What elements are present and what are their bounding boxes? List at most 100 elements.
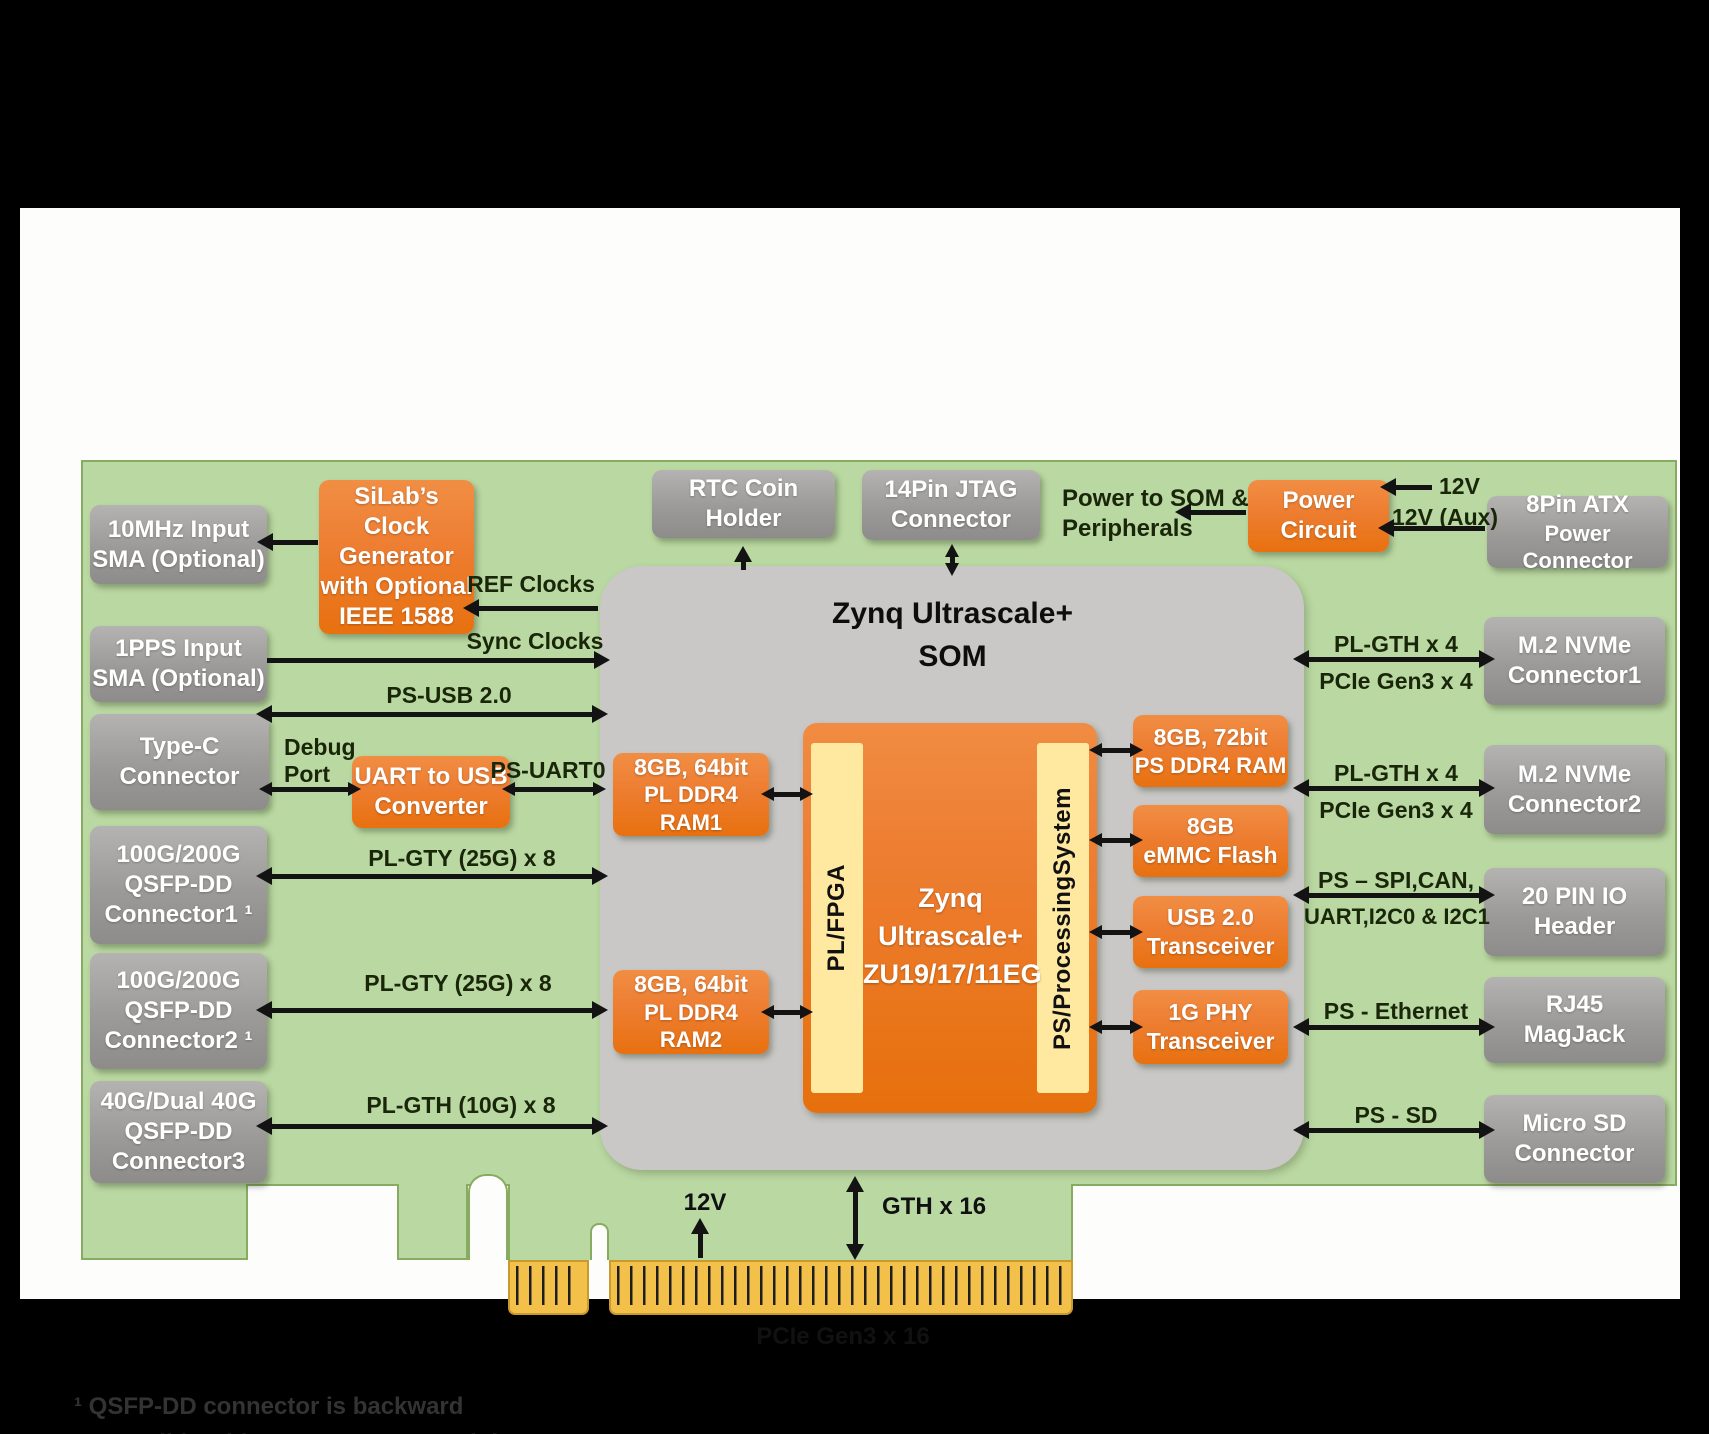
silab-line: Generator: [339, 543, 454, 570]
finger-hatch: [617, 1266, 1065, 1305]
pcie-key-notch: [590, 1223, 609, 1260]
pl-gty1-label: PL-GTY (25G) x 8: [368, 845, 556, 871]
arrow-ram2: [761, 1005, 813, 1019]
silab-line: IEEE 1588: [339, 603, 454, 630]
arrow-m2-1: [1293, 650, 1495, 668]
pl-ddr4-ram1-box: 8GB, 64bit PL DDR4 RAM1: [613, 753, 769, 836]
pcb-bracket-tab: [81, 1184, 248, 1260]
psddr4-line1: 8GB, 72bit: [1153, 723, 1268, 750]
arrow-ps-uart0: [502, 782, 606, 796]
pl-gty2-label: PL-GTY (25G) x 8: [364, 970, 552, 996]
usb-line2: Transceiver: [1146, 933, 1275, 959]
arrow-silab-to-10mhz: [257, 533, 318, 551]
power-circuit-line: Circuit: [1280, 517, 1357, 544]
box-line: Connector: [119, 763, 240, 790]
footnote: ¹ QSFP-DD connector is backward compatib…: [74, 1388, 511, 1434]
chip-line2: ZU19/17/11EG: [863, 958, 1042, 989]
som-title-line2: SOM: [918, 639, 987, 673]
box-line: QSFP-DD: [124, 997, 233, 1024]
jtag-connector-box: 14Pin JTAG Connector: [862, 470, 1040, 540]
arrow-rtc: [734, 546, 752, 570]
arrow-gth-x16: [846, 1176, 864, 1260]
footnote-line1: ¹ QSFP-DD connector is backward: [74, 1393, 464, 1420]
pcb-seg-2: [397, 1184, 468, 1260]
r2-label-top: PL-GTH x 4: [1334, 760, 1458, 786]
r5-label: PS - SD: [1354, 1102, 1438, 1128]
ram1-line2: PL DDR4 RAM1: [644, 782, 738, 835]
box-line: SMA (Optional): [92, 665, 265, 692]
box-line: QSFP-DD: [124, 871, 233, 898]
pcie-finger-x16: [609, 1260, 1073, 1315]
sd-line: Connector: [1514, 1140, 1635, 1167]
box-line: QSFP-DD: [124, 1118, 233, 1145]
uart-line: UART to USB: [354, 763, 508, 790]
arrow-12v-aux: [1378, 519, 1485, 537]
type-c-box: Type-C Connector: [90, 714, 269, 810]
m2-nvme-connector2-box: M.2 NVMe Connector2: [1484, 745, 1665, 834]
arrow-pl-gty2: [256, 1001, 608, 1019]
pcb-screw-slot: [468, 1174, 508, 1260]
ram1-line1: 8GB, 64bit: [634, 753, 748, 780]
pl-strip-label: PL/FPGA: [823, 864, 850, 972]
arrow-m2-2: [1293, 779, 1495, 797]
arrow-pl-gty1: [256, 867, 608, 885]
ps-uart0-label: PS-UART0: [490, 757, 606, 783]
arrow-jtag: [945, 544, 959, 576]
atx-line: Power Connector: [1522, 520, 1633, 574]
power-note-line2: Peripherals: [1062, 515, 1193, 542]
box-line: 10MHz Input: [107, 515, 250, 543]
chip-label: Zynq Ultrascale+ ZU19/17/11EG: [863, 880, 1042, 993]
m2-1-line: Connector1: [1507, 662, 1642, 689]
io-header-box: 20 PIN IO Header: [1484, 868, 1665, 956]
arrow-12v-in: [1380, 478, 1432, 496]
chip-line1: Zynq Ultrascale+: [878, 883, 1023, 951]
emmc-line1: 8GB: [1186, 813, 1235, 840]
phy-line2: Transceiver: [1146, 1028, 1275, 1054]
emmc-flash-box: 8GB eMMC Flash: [1133, 805, 1288, 877]
som-title-line1: Zynq Ultrascale+: [832, 597, 1073, 630]
arrow-phy: [1089, 1020, 1143, 1034]
atx-line: 8Pin ATX: [1526, 490, 1629, 518]
pl-gth8-label: PL-GTH (10G) x 8: [366, 1092, 556, 1118]
r1-label-top: PL-GTH x 4: [1334, 631, 1458, 657]
box-line: Connector1 ¹: [104, 901, 253, 928]
arrow-power-to-som: [1175, 503, 1246, 521]
arrow-ram1: [761, 787, 813, 801]
ps-ddr4-ram-box: 8GB, 72bit PS DDR4 RAM: [1133, 715, 1288, 787]
box-line: 1PPS Input: [115, 635, 242, 662]
usb-transceiver-box: USB 2.0 Transceiver: [1133, 896, 1288, 968]
micro-sd-box: Micro SD Connector: [1484, 1095, 1665, 1183]
v12-label: 12V: [1439, 473, 1480, 499]
finger-hatch: [516, 1266, 581, 1305]
r3-label-top: PS – SPI,CAN,: [1318, 867, 1474, 893]
qsfp-dd-connector1-box: 100G/200G QSFP-DD Connector1 ¹: [90, 826, 267, 944]
ps-strip: PS/ProcessingSystem: [1037, 743, 1089, 1093]
zynq-chip: PL/FPGA PS/ProcessingSystem Zynq Ultrasc…: [803, 723, 1097, 1113]
rtc-line: Holder: [705, 505, 782, 532]
arrow-12v-edge: [691, 1218, 709, 1258]
uart-line: Converter: [374, 793, 488, 820]
pcie-finger-small: [508, 1260, 589, 1315]
uart-usb-converter-box: UART to USB Converter: [352, 756, 510, 828]
atx-connector-box: 8Pin ATX Power Connector: [1487, 491, 1668, 573]
m2-2-line: Connector2: [1507, 790, 1642, 818]
pl-fpga-strip: PL/FPGA: [811, 743, 863, 1093]
arrow-usb: [1089, 925, 1143, 939]
arrow-io-header: [1293, 886, 1495, 904]
jtag-line: Connector: [891, 506, 1011, 533]
power-circuit-line: Power: [1282, 487, 1355, 514]
pl-ddr4-ram2-box: 8GB, 64bit PL DDR4 RAM2: [613, 970, 769, 1054]
box-line: SMA (Optional): [92, 545, 265, 573]
pcie-gen3-x16-label: PCIe Gen3 x 16: [756, 1323, 930, 1350]
arrow-ref-clocks: [463, 599, 598, 617]
arrow-debug-port: [259, 782, 361, 796]
io-line: 20 PIN IO: [1521, 883, 1628, 910]
sd-line: Micro SD: [1522, 1110, 1627, 1137]
arrow-ethernet: [1293, 1018, 1495, 1036]
box-line: Connector2 ¹: [104, 1027, 253, 1054]
arrow-ps-sd: [1293, 1121, 1495, 1139]
silab-clock-box: SiLab’s Clock Generator with Optional IE…: [319, 480, 474, 634]
ram2-line1: 8GB, 64bit: [634, 971, 748, 998]
ps-usb-label: PS-USB 2.0: [386, 682, 512, 708]
